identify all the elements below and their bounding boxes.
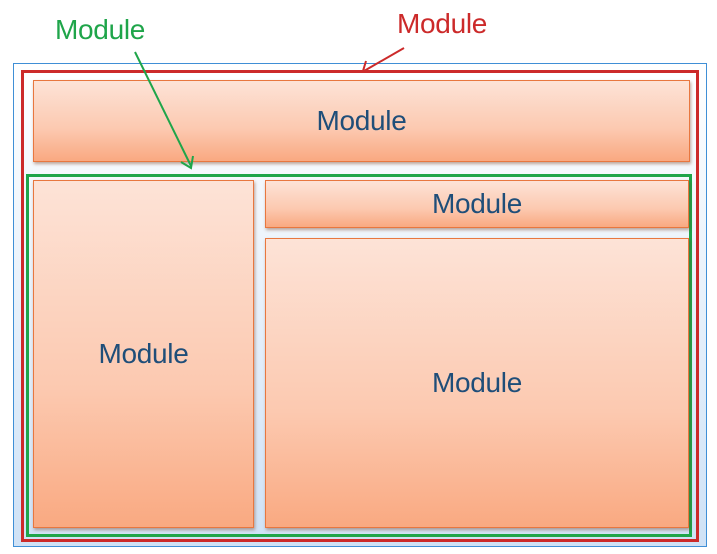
red-module-frame (21, 70, 699, 542)
main-module-label: Module (431, 367, 523, 398)
top-right-module-label: Module (431, 188, 523, 219)
header-module-label: Module (316, 105, 407, 136)
left-module-label: Module (98, 338, 189, 369)
green-callout-label: Module (55, 14, 146, 45)
main-module: Module (265, 238, 689, 528)
top-right-module: Module (265, 180, 689, 228)
red-callout-label: Module (397, 8, 488, 39)
left-module: Module (33, 180, 254, 528)
green-module-frame (26, 174, 692, 537)
header-module: Module (33, 80, 690, 162)
